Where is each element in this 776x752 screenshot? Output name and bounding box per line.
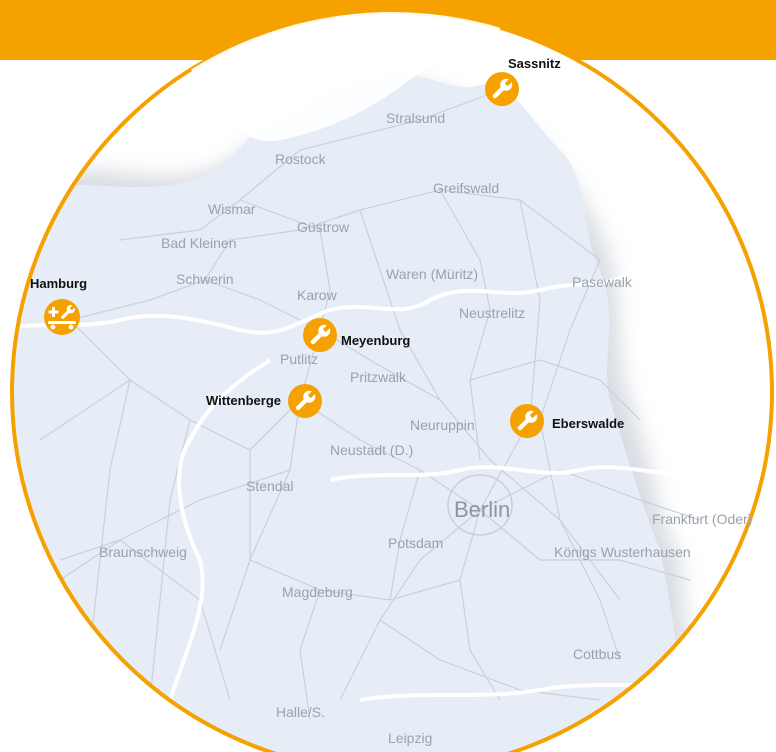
city-label-greifswald: Greifswald <box>433 180 499 196</box>
city-label-bad-kleinen: Bad Kleinen <box>161 235 237 251</box>
city-labels: Stralsund Rostock Greifswald Wismar Güst… <box>99 110 752 746</box>
location-label-eberswalde: Eberswalde <box>552 416 624 431</box>
city-label-neuruppin: Neuruppin <box>410 417 475 433</box>
location-label-meyenburg: Meyenburg <box>341 333 410 348</box>
map-land <box>12 75 701 752</box>
city-label-stralsund: Stralsund <box>386 110 445 126</box>
city-label-guestrow: Güstrow <box>297 219 350 235</box>
location-meyenburg[interactable]: Meyenburg <box>303 318 410 352</box>
location-eberswalde[interactable]: Eberswalde <box>510 404 624 438</box>
city-label-halle: Halle/S. <box>276 704 325 720</box>
city-label-karow: Karow <box>297 287 338 303</box>
location-hamburg[interactable]: Hamburg <box>30 276 87 335</box>
wrench-icon <box>517 410 538 431</box>
location-sassnitz[interactable]: Sassnitz <box>485 56 561 106</box>
city-label-braunschweig: Braunschweig <box>99 544 187 560</box>
city-label-magdeburg: Magdeburg <box>282 584 353 600</box>
city-label-schwerin: Schwerin <box>176 271 234 287</box>
city-label-rostock: Rostock <box>275 151 327 167</box>
location-label-sassnitz: Sassnitz <box>508 56 561 71</box>
wrench-icon <box>295 390 316 411</box>
city-label-berlin: Berlin <box>454 497 510 522</box>
city-label-koenigs-wusterhausen: Königs Wusterhausen <box>554 544 691 560</box>
city-label-neustadt: Neustadt (D.) <box>330 442 413 458</box>
wrench-icon <box>492 78 513 99</box>
land-mass <box>12 75 690 752</box>
city-label-potsdam: Potsdam <box>388 535 443 551</box>
city-label-pasewalk: Pasewalk <box>572 274 633 290</box>
city-label-leipzig: Leipzig <box>388 730 432 746</box>
city-label-waren: Waren (Müritz) <box>386 266 478 282</box>
city-label-wismar: Wismar <box>208 201 256 217</box>
rail-network <box>29 89 701 721</box>
city-label-pritzwalk: Pritzwalk <box>350 369 407 385</box>
city-label-putlitz: Putlitz <box>280 351 318 367</box>
city-label-cottbus: Cottbus <box>573 646 621 662</box>
city-label-stendal: Stendal <box>246 478 293 494</box>
tools-wagon-icon <box>48 304 76 330</box>
city-label-neustrelitz: Neustrelitz <box>459 305 525 321</box>
location-label-hamburg: Hamburg <box>30 276 87 291</box>
wrench-icon <box>310 324 331 345</box>
city-label-frankfurt: Frankfurt (Oder) <box>652 511 752 527</box>
location-label-wittenberge: Wittenberge <box>206 393 281 408</box>
berlin-ring <box>447 474 513 536</box>
location-wittenberge[interactable]: Wittenberge <box>206 384 322 418</box>
